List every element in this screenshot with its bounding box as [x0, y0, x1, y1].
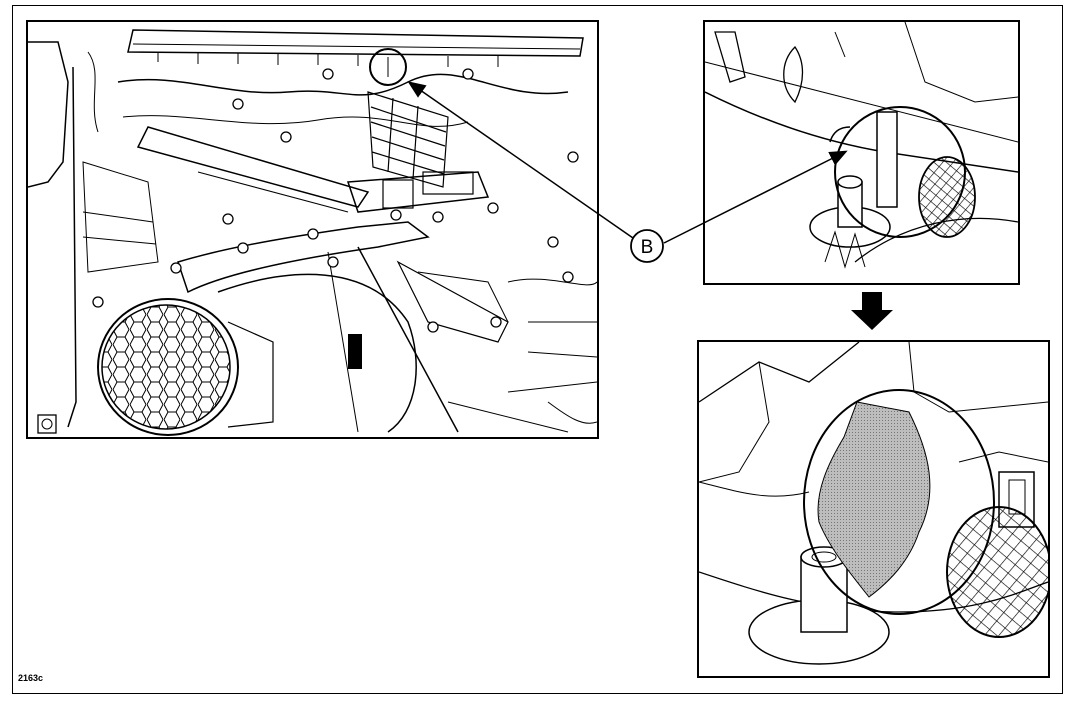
detail-view-after	[697, 340, 1050, 678]
fastener-detail-drawing	[705, 22, 1018, 269]
door-panel-drawing	[28, 29, 597, 436]
foam-patch	[817, 401, 931, 598]
detail-view-before	[703, 20, 1020, 285]
main-door-view	[26, 20, 599, 439]
figure-frame	[12, 5, 1063, 694]
foam-patch-detail-drawing	[699, 342, 1048, 665]
figure-code: 2163c	[18, 673, 44, 683]
detail-circle	[369, 48, 407, 86]
